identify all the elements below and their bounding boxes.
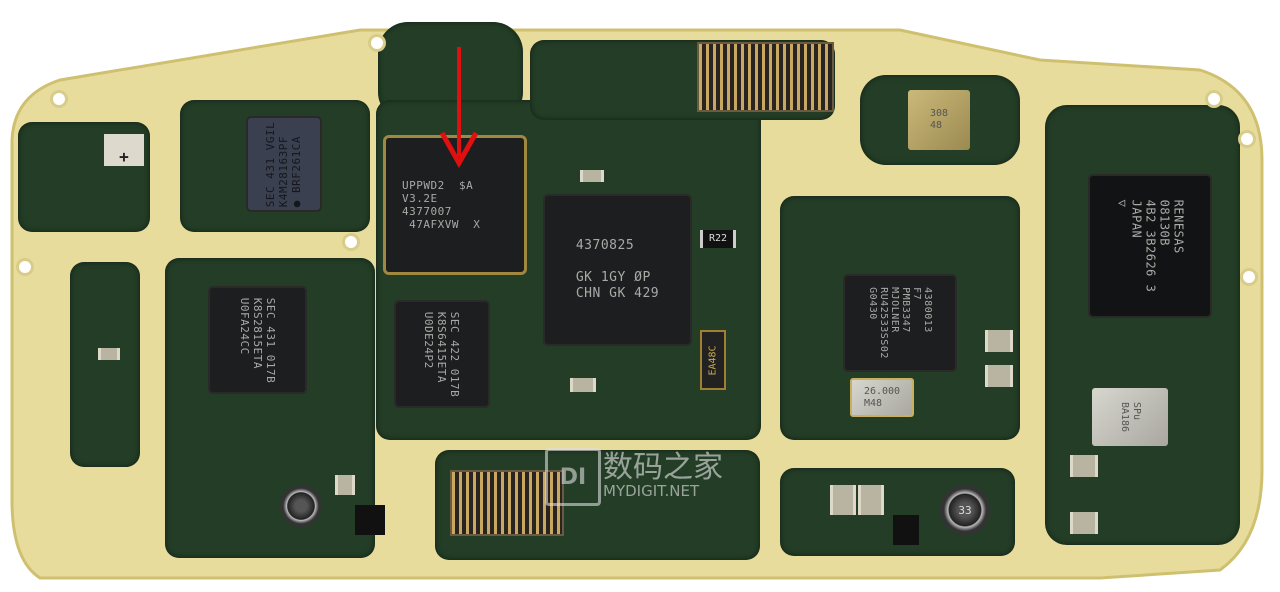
- resistor: R22: [700, 230, 736, 248]
- board-connector: [697, 42, 834, 112]
- smd-component: [98, 348, 120, 360]
- arrow-down-icon: [440, 47, 479, 169]
- watermark-url: MYDIGIT.NET: [603, 482, 700, 500]
- pcb-region: [70, 262, 140, 467]
- smd-component: [335, 475, 355, 495]
- smd-component: [1070, 455, 1098, 477]
- crystal-oscillator: 26.000 M48: [850, 378, 914, 417]
- smd-component: [830, 485, 856, 515]
- flash-chip: SEC 422 017B K8S6415ETA U0DE24P2: [396, 302, 488, 406]
- plus-pad: +: [104, 134, 144, 166]
- flash-chip: SEC 431 017B K8S2815ETA U0FA24CC: [210, 288, 305, 392]
- smd-component: [858, 485, 884, 515]
- smd-component: [580, 170, 604, 182]
- small-module: 308 48: [908, 90, 970, 150]
- ic-small: [355, 505, 385, 535]
- baseband-chip: 4370825 GK 1GY ØP CHN GK 429: [545, 196, 690, 344]
- mounting-hole: [1205, 90, 1223, 108]
- smd-component: [985, 330, 1013, 352]
- mounting-hole: [342, 233, 360, 251]
- renesas-chip: RENESAS 08130B 4B2 3B2626 3 JAPAN ▽: [1090, 176, 1210, 316]
- ic-small: [893, 515, 919, 545]
- power-ic: 4380013 F7 PMB3347 MJOLNER RU42533SS02 G…: [845, 276, 955, 370]
- watermark: DI 数码之家 MYDIGIT.NET: [545, 440, 745, 510]
- processor-chip: UPPWD2 $A V3.2E 4377007 47AFXVW X: [386, 138, 524, 272]
- mounting-hole: [16, 258, 34, 276]
- inductor: [280, 485, 322, 527]
- watermark-chinese: 数码之家: [603, 450, 723, 485]
- watermark-logo: DI: [545, 448, 601, 506]
- smd-component: [570, 378, 596, 392]
- inductor: 33: [940, 485, 990, 535]
- component-label: EA48C: [700, 330, 726, 390]
- smd-component: [985, 365, 1013, 387]
- mounting-hole: [1238, 130, 1256, 148]
- mounting-hole: [50, 90, 68, 108]
- spu-module: SPu BA186: [1092, 388, 1168, 446]
- smd-component: [1070, 512, 1098, 534]
- mounting-hole: [368, 34, 386, 52]
- pcb-region: [1045, 105, 1240, 545]
- ram-chip: SEC 431 VGIL K4M28163PF ● BRF261CA: [248, 118, 320, 210]
- mounting-hole: [1240, 268, 1258, 286]
